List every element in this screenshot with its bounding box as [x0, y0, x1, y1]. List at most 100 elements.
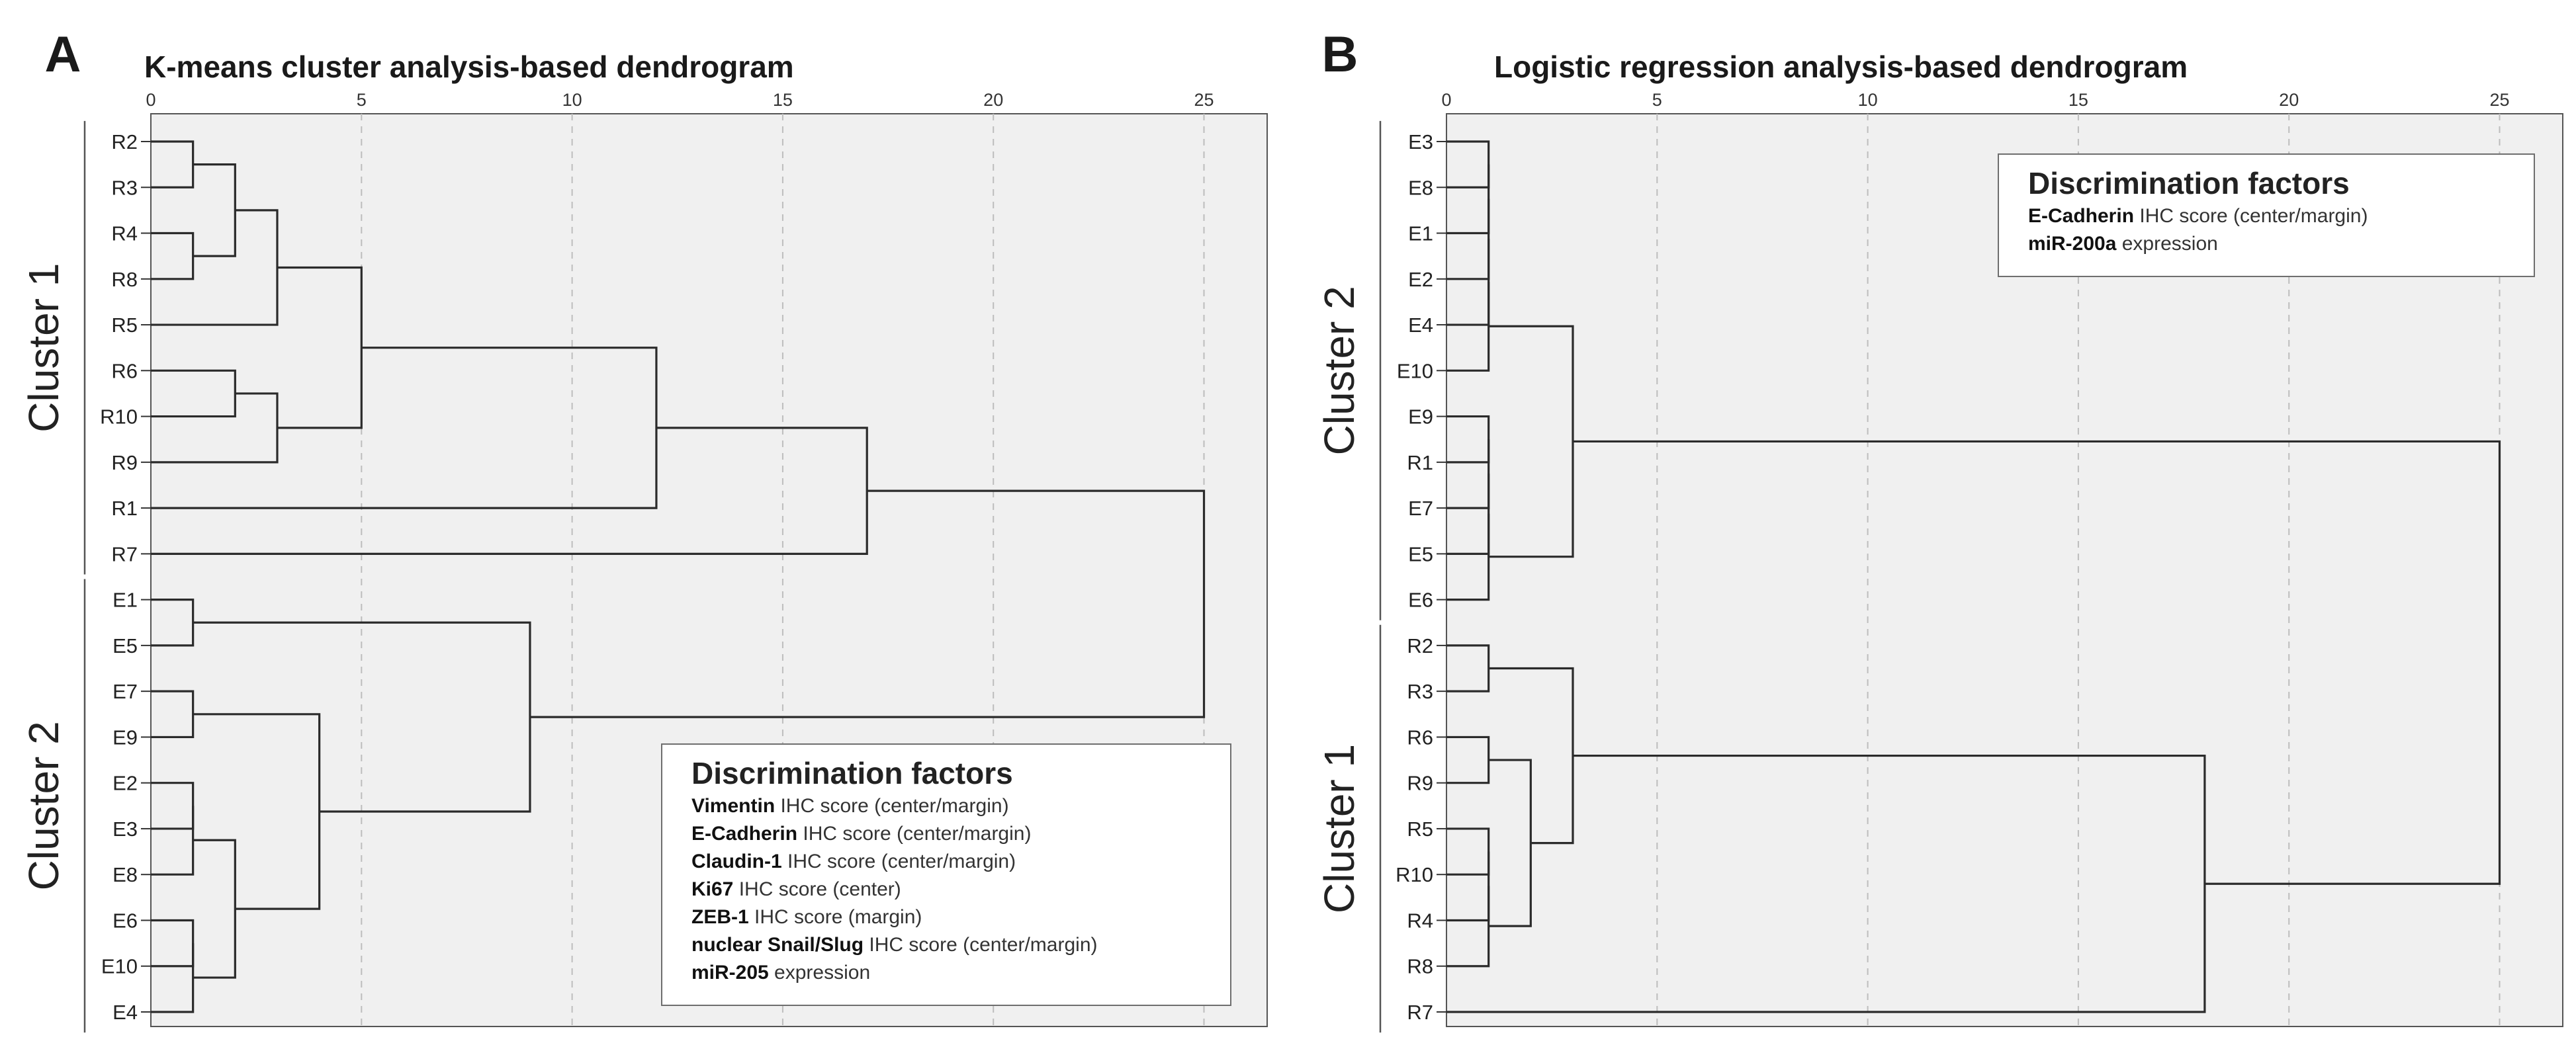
legend-factor-line: nuclear Snail/Slug IHC score (center/mar… [691, 934, 1098, 956]
dendrogram-link [1572, 440, 2501, 885]
factor-name: ZEB-1 [691, 906, 749, 928]
panel-letter: B [1322, 26, 1358, 83]
legend-factor-line: Ki67 IHC score (center) [691, 878, 901, 900]
factor-name: Vimentin [691, 795, 775, 817]
dendrogram-link [1446, 282, 1490, 372]
legend-factor-line: E-Cadherin IHC score (center/margin) [2028, 205, 2368, 227]
leaf-label: E6 [1408, 589, 1433, 612]
factor-name: Ki67 [691, 878, 733, 900]
dendrogram-link [151, 690, 195, 739]
dendrogram-link [1446, 513, 1490, 601]
leaf-label: E5 [112, 634, 138, 657]
dendrogram-link [151, 392, 279, 464]
axis-tick-label: 20 [983, 90, 1003, 110]
dendrogram-link [151, 806, 195, 876]
dendrogram-link [151, 140, 195, 188]
leaf-label: E9 [1408, 405, 1433, 429]
leaf-label: E6 [112, 909, 138, 932]
leaf-label: R3 [111, 176, 138, 199]
axis-tick-label: 0 [1441, 90, 1451, 110]
dendrogram-link [151, 599, 195, 647]
factor-description: IHC score (margin) [749, 906, 922, 928]
leaf-label: E1 [1408, 222, 1433, 245]
leaf-label: R7 [111, 542, 138, 565]
legend-box [661, 743, 1231, 1006]
leaf-label: R8 [1407, 955, 1433, 978]
dendrogram-link [529, 489, 1206, 718]
leaf-label: E5 [1408, 542, 1433, 565]
leaf-label: E3 [1408, 130, 1433, 153]
factor-description: expression [769, 962, 870, 984]
leaf-label: R1 [111, 497, 138, 520]
leaf-label: R10 [1396, 863, 1433, 886]
legend-factor-line: E-Cadherin IHC score (center/margin) [691, 823, 1031, 845]
leaf-label: E8 [112, 863, 138, 886]
leaf-label: R9 [111, 451, 138, 474]
leaf-label: R4 [111, 222, 138, 245]
legend-title: Discrimination factors [691, 756, 1013, 790]
cluster-label: Cluster 1 [1315, 744, 1363, 913]
leaf-label: R10 [100, 405, 138, 429]
legend-factor-line: ZEB-1 IHC score (margin) [691, 906, 922, 928]
dendrogram-link [1446, 140, 1490, 188]
leaf-label: E2 [1408, 268, 1433, 291]
dendrogram-link [1488, 759, 1532, 927]
leaf-label: R5 [1407, 817, 1433, 841]
legend-box [1998, 153, 2535, 277]
dendrogram-link [151, 209, 279, 326]
legend-title: Discrimination factors [2028, 166, 2350, 200]
leaf-label: R5 [111, 314, 138, 337]
factor-name: miR-205 [691, 962, 769, 984]
factor-description: expression [2116, 233, 2217, 255]
factor-name: nuclear Snail/Slug [691, 934, 864, 956]
panel-title: Logistic regression analysis-based dendr… [1494, 50, 2188, 84]
legend-factor-line: Vimentin IHC score (center/margin) [691, 795, 1009, 817]
leaf-label: R6 [1407, 726, 1433, 749]
factor-name: miR-200a [2028, 233, 2117, 255]
factor-description: IHC score (center) [733, 878, 901, 900]
panel-letter: A [45, 26, 81, 83]
dendrogram-link [151, 347, 658, 509]
leaf-label: R2 [1407, 634, 1433, 657]
leaf-label: E8 [1408, 176, 1433, 199]
axis-tick-label: 20 [2279, 90, 2299, 110]
leaf-label: R2 [111, 130, 138, 153]
leaf-label: E9 [112, 726, 138, 749]
leaf-label: E7 [112, 680, 138, 703]
leaf-label: E4 [112, 1001, 138, 1024]
axis-tick-label: 10 [1858, 90, 1878, 110]
leaf-label: R3 [1407, 680, 1433, 703]
dendrogram-link [1446, 886, 1490, 968]
factor-name: E-Cadherin [2028, 205, 2134, 227]
leaf-label: E2 [112, 772, 138, 795]
cluster-label: Cluster 2 [1315, 286, 1363, 455]
axis-tick-label: 25 [2489, 90, 2509, 110]
factor-name: Claudin-1 [691, 851, 782, 872]
leaf-label: R7 [1407, 1001, 1433, 1024]
dendrogram-link [1446, 644, 1490, 692]
legend-factor-line: Claudin-1 IHC score (center/margin) [691, 851, 1016, 872]
axis-tick-label: 15 [2068, 90, 2088, 110]
leaf-label: E7 [1408, 497, 1433, 520]
factor-description: IHC score (center/margin) [797, 823, 1031, 845]
axis-tick-label: 5 [357, 90, 367, 110]
axis-tick-label: 0 [146, 90, 155, 110]
factor-description: IHC score (center/margin) [775, 795, 1008, 817]
dendrogram-link [1446, 735, 1490, 784]
leaf-label: E4 [1408, 314, 1433, 337]
leaf-label: E1 [112, 589, 138, 612]
cluster-label: Cluster 1 [20, 263, 67, 433]
leaf-label: E10 [1397, 359, 1433, 382]
legend-factor-line: miR-200a expression [2028, 233, 2218, 255]
factor-description: IHC score (center/margin) [864, 934, 1097, 956]
dendrogram-link [193, 621, 531, 813]
dendrogram-link [151, 782, 195, 830]
dendrogram-link [1488, 325, 1574, 558]
legend-factor-line: miR-205 expression [691, 962, 870, 984]
dendrogram-link [151, 919, 195, 968]
